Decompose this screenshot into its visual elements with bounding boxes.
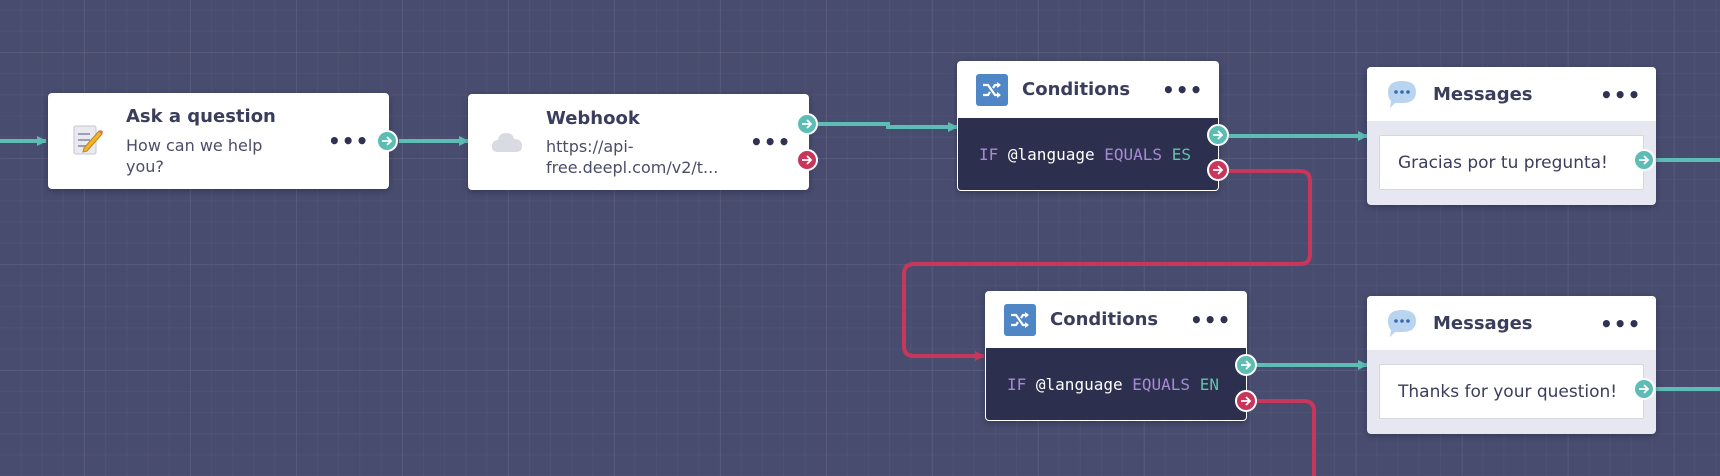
message-bubble[interactable]: Gracias por tu pregunta! xyxy=(1379,135,1644,190)
node-menu-button[interactable]: ••• xyxy=(1600,312,1642,336)
arrow-right-icon xyxy=(802,119,813,129)
arrow-right-icon xyxy=(1241,360,1252,370)
subtitle-line: How can we help xyxy=(126,136,263,155)
condition-en-false-port[interactable] xyxy=(1235,390,1257,412)
condition-value: EN xyxy=(1199,374,1219,394)
condition-expression: IF @language EQUALS EN xyxy=(986,348,1246,420)
condition-es-true-port[interactable] xyxy=(1207,124,1229,146)
arrow-right-icon xyxy=(802,155,813,165)
subtitle-line: you? xyxy=(126,157,164,176)
node-title: Webhook xyxy=(546,108,640,129)
arrow-right-icon xyxy=(1213,165,1224,175)
webhook-error-port[interactable] xyxy=(796,149,818,171)
condition-variable: @language xyxy=(1007,144,1095,164)
condition-expression: IF @language EQUALS ES xyxy=(958,118,1218,190)
shuffle-icon xyxy=(976,74,1008,106)
arrow-right-icon xyxy=(1639,384,1650,394)
node-menu-button[interactable]: ••• xyxy=(328,129,370,153)
wire-condition-en-fail xyxy=(1257,399,1316,476)
ask-output-port[interactable] xyxy=(376,130,398,152)
condition-operator: EQUALS xyxy=(1132,374,1191,394)
wire-webhook-to-condition-es xyxy=(818,122,958,132)
shuffle-icon xyxy=(1004,304,1036,336)
webhook-node[interactable]: Webhook https://api- free.deepl.com/v2/t… xyxy=(468,94,809,190)
node-menu-button[interactable]: ••• xyxy=(1162,78,1204,102)
memo-pencil-icon xyxy=(72,124,104,156)
subtitle-line: free.deepl.com/v2/t... xyxy=(546,158,719,177)
subtitle-line: https://api- xyxy=(546,137,634,156)
arrow-right-icon xyxy=(1639,155,1650,165)
node-menu-button[interactable]: ••• xyxy=(1190,308,1232,332)
node-title: Conditions xyxy=(1050,309,1159,330)
webhook-success-port[interactable] xyxy=(796,113,818,135)
node-title: Messages xyxy=(1433,84,1533,105)
condition-es-false-port[interactable] xyxy=(1207,159,1229,181)
arrow-right-icon xyxy=(1241,396,1252,406)
conditions-node-es[interactable]: Conditions ••• IF @language EQUALS ES xyxy=(957,61,1219,191)
arrow-right-icon xyxy=(382,136,393,146)
node-title: Ask a question xyxy=(126,106,276,127)
condition-operator: EQUALS xyxy=(1104,144,1163,164)
node-title: Messages xyxy=(1433,313,1533,334)
messages-node-es[interactable]: Messages ••• Gracias por tu pregunta! xyxy=(1367,67,1656,205)
speech-bubble-icon xyxy=(1386,308,1418,338)
node-title: Conditions xyxy=(1022,79,1131,100)
condition-value: ES xyxy=(1171,144,1191,164)
message-bubble[interactable]: Thanks for your question! xyxy=(1379,364,1644,419)
messages-en-output-port[interactable] xyxy=(1633,378,1655,400)
condition-en-true-port[interactable] xyxy=(1235,354,1257,376)
messages-node-en[interactable]: Messages ••• Thanks for your question! xyxy=(1367,296,1656,434)
messages-es-output-port[interactable] xyxy=(1633,149,1655,171)
node-subtitle: How can we help you? xyxy=(126,135,262,177)
node-menu-button[interactable]: ••• xyxy=(750,130,792,154)
arrow-right-icon xyxy=(1213,130,1224,140)
node-menu-button[interactable]: ••• xyxy=(1600,83,1642,107)
speech-bubble-icon xyxy=(1386,79,1418,109)
cloud-icon xyxy=(490,128,524,154)
if-keyword: IF xyxy=(1007,374,1027,394)
conditions-node-en[interactable]: Conditions ••• IF @language EQUALS EN xyxy=(985,291,1247,421)
wire-condition-es-fail xyxy=(902,169,1312,361)
if-keyword: IF xyxy=(979,144,999,164)
condition-variable: @language xyxy=(1035,374,1123,394)
ask-question-node[interactable]: Ask a question How can we help you? ••• xyxy=(48,93,389,189)
node-subtitle: https://api- free.deepl.com/v2/t... xyxy=(546,136,718,178)
